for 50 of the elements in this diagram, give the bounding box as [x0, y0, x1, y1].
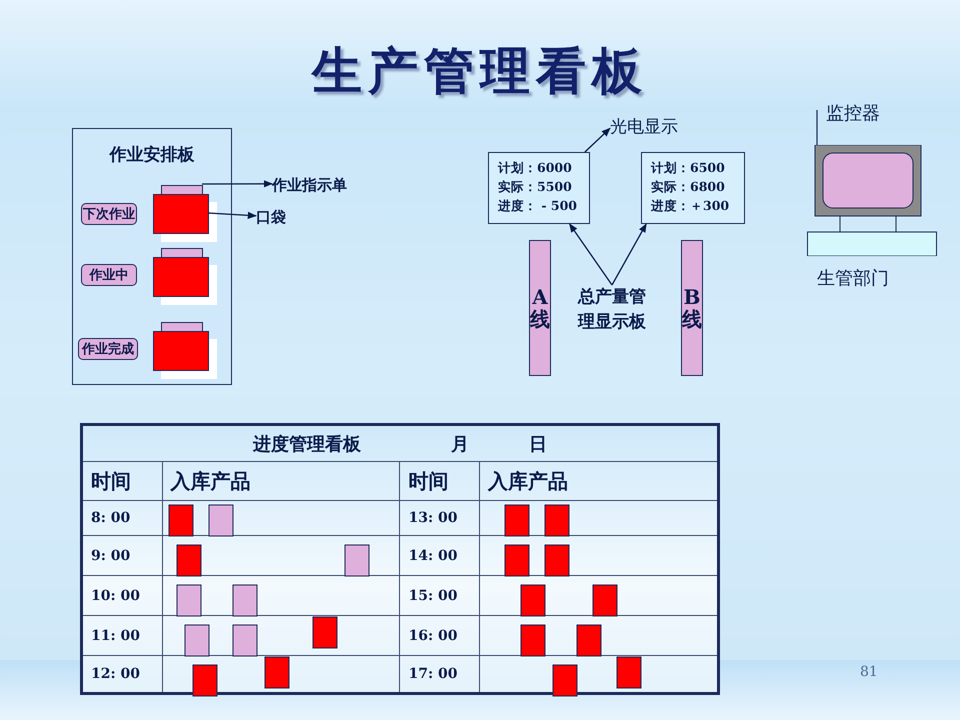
instruction-card	[161, 185, 203, 195]
time-label: 11: 00	[82, 616, 162, 656]
arrow	[208, 212, 257, 219]
status-tag	[78, 338, 138, 360]
monitor-drawing	[807, 145, 937, 256]
time-label: 14: 00	[400, 536, 480, 576]
status-tag	[81, 264, 137, 286]
arrow	[202, 180, 273, 188]
page-number: 81	[860, 664, 878, 680]
department-label: 生管部门	[817, 267, 889, 290]
line-bar	[529, 240, 551, 376]
board-title: 进度管理看板	[253, 434, 361, 454]
time-label: 10: 00	[82, 576, 162, 616]
arrow	[611, 223, 647, 286]
counter-line: 计划：6000	[498, 159, 573, 177]
line-name: B线	[682, 286, 702, 330]
device-label: 监控器	[826, 102, 880, 125]
line-bar	[681, 240, 703, 376]
time-label: 9: 00	[82, 536, 162, 576]
status-text: 作业中	[90, 267, 128, 284]
schedule-board	[72, 128, 232, 385]
day-label: 日	[529, 434, 547, 454]
instruction-card	[161, 248, 203, 258]
status-text: 下次作业	[83, 206, 135, 223]
month-label: 月	[451, 434, 469, 454]
column-header: 时间	[82, 462, 162, 500]
counter-line: 计划：6500	[651, 159, 726, 177]
arrow	[584, 128, 611, 152]
status-text: 作业完成	[82, 340, 134, 358]
column-header: 入库产品	[162, 462, 400, 500]
time-label: 16: 00	[400, 616, 480, 656]
board-name: 总产量管理显示板	[576, 286, 647, 334]
instruction-card	[161, 322, 203, 332]
board-heading: 作业安排板	[108, 144, 196, 166]
callout-text: 作业指示单	[272, 175, 348, 196]
counter-line: 进度： - 500	[498, 197, 578, 215]
counter-line: 实际：6800	[651, 178, 726, 196]
slide-title: 生产管理看板	[310, 40, 649, 102]
time-label: 15: 00	[400, 576, 480, 616]
column-header: 时间	[400, 462, 480, 500]
counter-display	[641, 152, 745, 224]
line-name: A线	[530, 286, 550, 330]
time-label: 13: 00	[400, 500, 480, 536]
counter-line: 实际：5500	[498, 178, 573, 196]
callout-text: 光电显示	[610, 116, 679, 139]
counter-line: 进度：＋300	[651, 197, 730, 215]
arrow	[569, 223, 613, 286]
callout-text: 口袋	[256, 207, 287, 228]
time-label: 8: 00	[82, 500, 162, 536]
counter-display	[488, 152, 590, 224]
